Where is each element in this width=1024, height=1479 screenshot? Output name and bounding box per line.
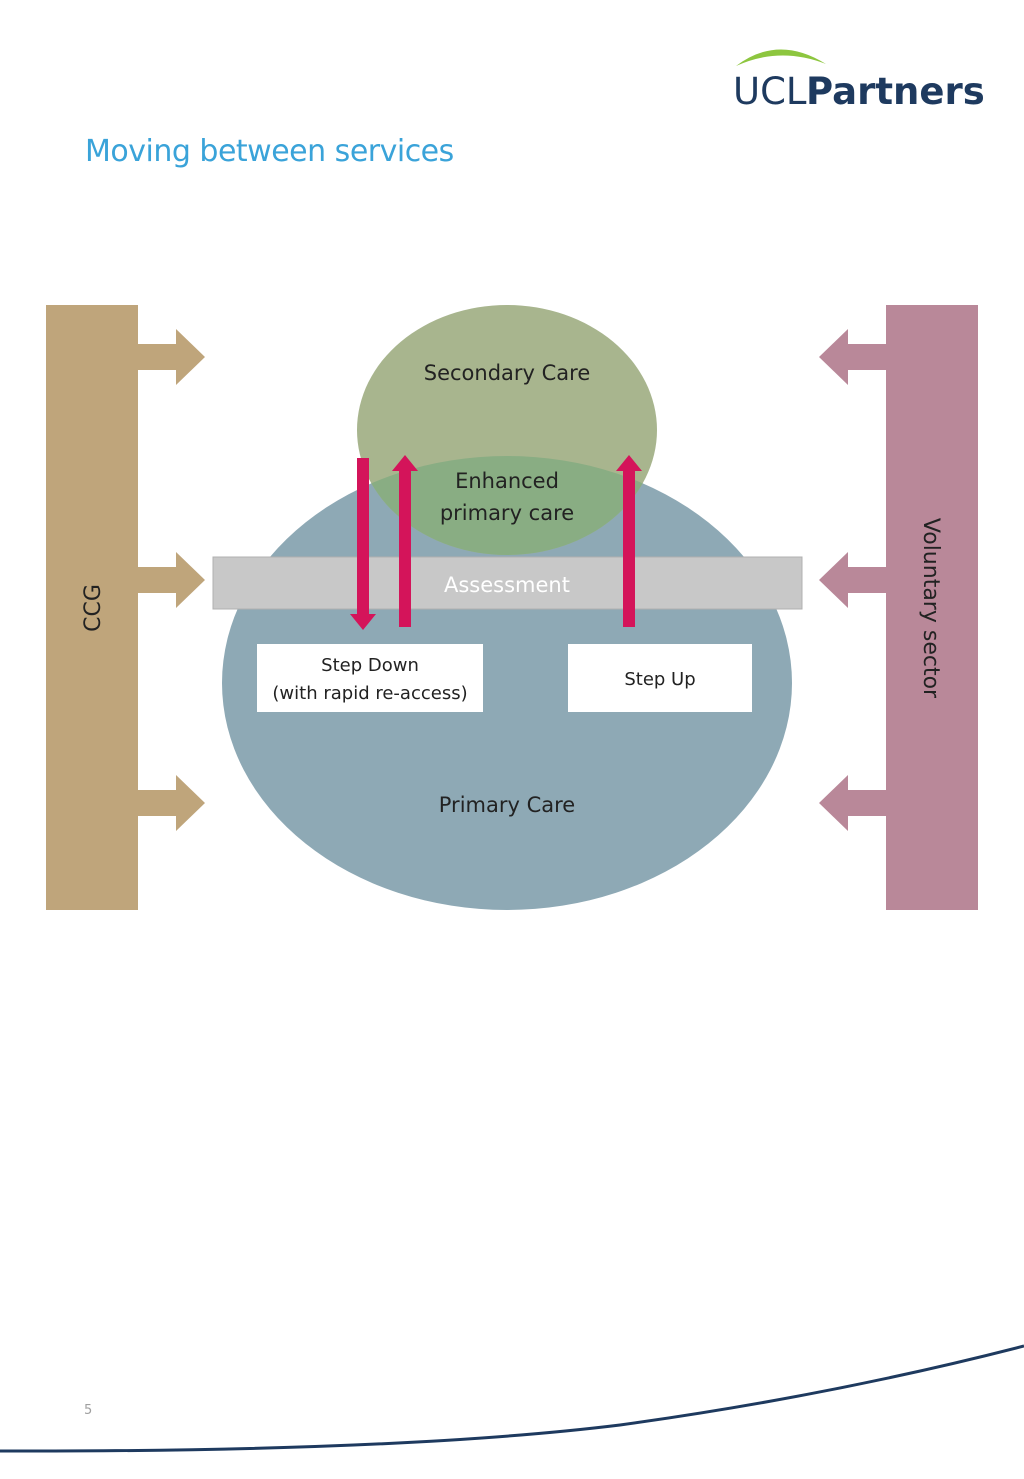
voluntary-arrow-icon	[819, 552, 886, 608]
footer-curve	[0, 1344, 1024, 1453]
enhanced-label-line1: Enhanced	[455, 469, 559, 493]
ccg-label: CCG	[81, 584, 106, 632]
flow-arrows	[350, 455, 642, 630]
assessment-label: Assessment	[444, 573, 570, 597]
step-down-label-line2: (with rapid re-access)	[272, 683, 467, 704]
assessment-band	[212, 556, 803, 610]
logo-partners-text: Partners	[806, 70, 985, 113]
ccg-arrow-icon	[138, 329, 205, 385]
page-number: 5	[84, 1403, 93, 1418]
enhanced-primary-care-overlap	[357, 456, 657, 555]
secondary-care-label: Secondary Care	[424, 361, 591, 385]
step-up-label: Step Up	[624, 669, 695, 690]
voluntary-sector-bar	[886, 305, 978, 910]
enhanced-label-line2: primary care	[440, 501, 574, 525]
escalation-up-arrow-icon	[392, 455, 418, 627]
voluntary-arrow-icon	[819, 329, 886, 385]
ccg-bar	[46, 305, 138, 910]
ccg-arrows	[138, 329, 205, 831]
voluntary-sector-label: Voluntary sector	[918, 518, 943, 699]
voluntary-arrows	[819, 329, 886, 831]
logo-ucl-text: UCL	[733, 70, 807, 113]
logo-arc-icon	[736, 49, 826, 66]
ccg-arrow-icon	[138, 775, 205, 831]
ccg-arrow-icon	[138, 552, 205, 608]
step-up-arrow-icon	[616, 455, 642, 627]
step-down-arrow-icon	[350, 458, 376, 630]
step-down-label-line1: Step Down	[321, 655, 419, 676]
step-down-box	[257, 644, 483, 712]
uclpartners-logo: UCL Partners	[730, 40, 985, 113]
primary-care-label: Primary Care	[439, 793, 575, 817]
step-up-box	[568, 644, 752, 712]
voluntary-arrow-icon	[819, 775, 886, 831]
page-title: Moving between services	[85, 134, 454, 169]
